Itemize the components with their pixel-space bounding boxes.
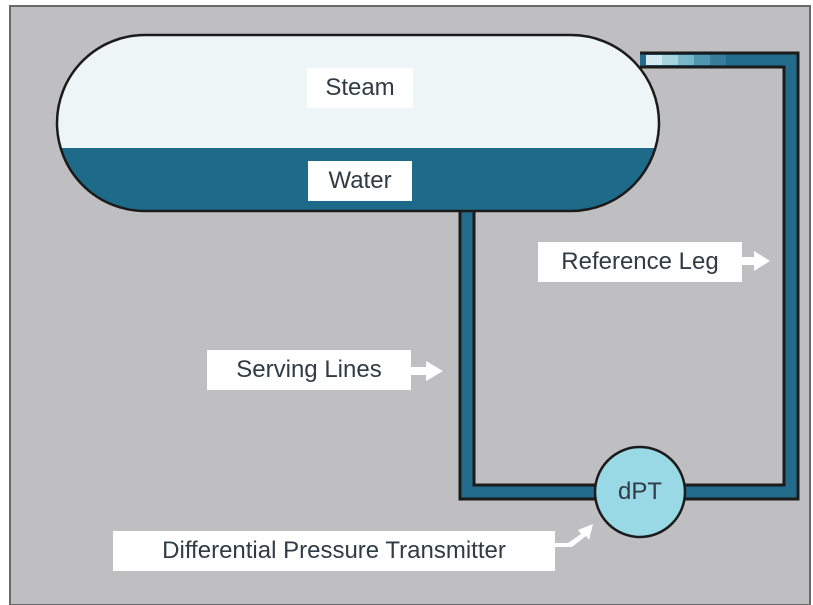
serving-lines-arrow [411,361,443,381]
reference-leg-arrow [742,251,770,271]
water-label: Water [308,161,412,201]
dpt-circle [593,445,687,539]
steam-label: Steam [307,68,413,108]
dpt-label: dPT [617,478,662,505]
reference-leg-label: Reference Leg [538,242,742,282]
transmitter-label: Differential Pressure Transmitter [113,531,555,571]
condensate-gradient [646,55,726,65]
serving-lines-label: Serving Lines [207,350,411,390]
transmitter-arrow [555,524,593,547]
